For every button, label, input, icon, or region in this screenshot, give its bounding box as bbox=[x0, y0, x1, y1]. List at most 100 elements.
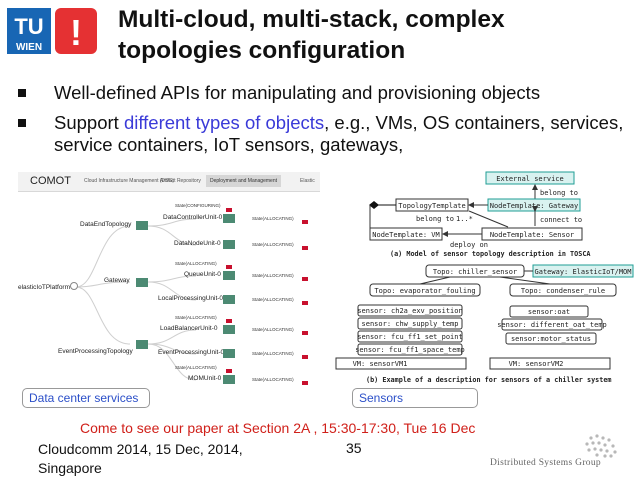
sensor-label: sensor:motor_status bbox=[511, 335, 591, 343]
unit-state-label: State(CONFIGURING) bbox=[175, 203, 221, 208]
unit-node[interactable] bbox=[223, 271, 235, 280]
gateway-mom-label: Gateway: ElasticIoT/MOM bbox=[535, 268, 632, 276]
bullet-item-1: Well-defined APIs for manipulating and p… bbox=[14, 82, 634, 104]
wien-logo-text: WIEN bbox=[16, 42, 42, 53]
external-service-box bbox=[485, 171, 575, 185]
state-marker bbox=[302, 220, 308, 224]
tree-topology-label[interactable]: Gateway bbox=[104, 277, 130, 284]
unit-node[interactable] bbox=[223, 375, 235, 384]
deploy-on-label: deploy on bbox=[450, 241, 488, 249]
tosca-diagram-graphic: External service belong to TopologyTempl… bbox=[335, 171, 634, 384]
unit-label[interactable]: DataControllerUnit-0 bbox=[163, 214, 223, 221]
state-marker bbox=[226, 265, 232, 269]
unit-label[interactable]: LoadBalancerUnit-0 bbox=[160, 325, 218, 332]
sensor-box bbox=[357, 304, 463, 317]
tree-root-label[interactable]: elasticIoTPlatform bbox=[18, 284, 71, 291]
bullet-item-2: Support different types of objects, e.g.… bbox=[14, 112, 634, 156]
topo-evaporator-box bbox=[369, 283, 481, 297]
vm-box bbox=[489, 357, 611, 370]
footer-conference: Cloudcomm 2014, 15 Dec, 2014, Singapore bbox=[38, 440, 243, 478]
nav-tab-infrastructure: Cloud Infrastructure Management (DSG) bbox=[84, 178, 175, 184]
unit-state-label: State(ALLOCATING) bbox=[252, 377, 294, 382]
sensor-label: sensor: chw_supply_temp bbox=[362, 320, 459, 328]
page-number: 35 bbox=[346, 440, 362, 456]
unit-node[interactable] bbox=[223, 240, 235, 249]
state-marker bbox=[302, 277, 308, 281]
tu-wien-logo-graphic: TU WIEN ! bbox=[7, 8, 97, 54]
panel-caption-sensors: Sensors bbox=[352, 388, 478, 408]
bullet-list: Well-defined APIs for manipulating and p… bbox=[14, 82, 634, 164]
bullet-highlight: different types of objects bbox=[123, 112, 325, 133]
comot-navbar: COMOT Cloud Infrastructure Management (D… bbox=[18, 172, 320, 192]
sensor-box bbox=[357, 343, 463, 356]
unit-node[interactable] bbox=[223, 325, 235, 334]
exclamation-logo-mark: ! bbox=[70, 12, 82, 53]
edge-line bbox=[499, 276, 551, 285]
exclamation-logo-block bbox=[55, 8, 97, 54]
sensor-label: sensor: different_oat_temp bbox=[497, 321, 607, 329]
state-marker bbox=[226, 208, 232, 212]
nav-tab-elastic: Elastic bbox=[300, 178, 315, 184]
unit-label[interactable]: LocalProcessingUnit-0 bbox=[158, 295, 224, 302]
dsg-wordmark: Distributed Systems Group bbox=[490, 458, 601, 468]
state-marker bbox=[302, 381, 308, 385]
bullet-square-icon bbox=[18, 89, 26, 97]
unit-node[interactable] bbox=[223, 349, 235, 358]
slide-title: Multi-cloud, multi-stack, complex topolo… bbox=[118, 6, 505, 64]
tu-wien-logo: TU WIEN ! bbox=[7, 8, 97, 56]
tosca-diagram: External service belong to TopologyTempl… bbox=[330, 170, 636, 408]
unit-node[interactable] bbox=[223, 214, 235, 223]
sensor-box bbox=[501, 318, 603, 331]
external-service-label: External service bbox=[496, 175, 563, 183]
unit-label[interactable]: QueueUnit-0 bbox=[184, 271, 221, 278]
unit-node[interactable] bbox=[223, 295, 235, 304]
sensor-label: sensor: fcu_ff1_space_temp bbox=[355, 346, 465, 354]
topo-condenser-label: Topo: condenser_rule bbox=[521, 287, 605, 295]
unit-state-label: State(ALLOCATING) bbox=[175, 365, 217, 370]
tree-topology-node[interactable] bbox=[136, 278, 148, 287]
tree-topology-label[interactable]: DataEndTopology bbox=[80, 221, 132, 228]
unit-state-label: State(ALLOCATING) bbox=[252, 327, 294, 332]
connect-to-label: connect to bbox=[540, 216, 582, 224]
node-template-vm-label: NodeTemplate: VM bbox=[372, 231, 439, 239]
node-template-sensor-label: NodeTemplate: Sensor bbox=[490, 231, 574, 239]
state-marker bbox=[302, 331, 308, 335]
bullet-text-tail: , e.g., VMs, OS containers, services, se… bbox=[54, 112, 624, 155]
vm-label: VM: sensorVM2 bbox=[509, 360, 564, 368]
edge-line bbox=[419, 276, 451, 285]
unit-label[interactable]: DataNodeUnit-0 bbox=[174, 240, 221, 247]
unit-label[interactable]: MOMUnit-0 bbox=[188, 375, 222, 382]
topo-chiller-label: Topo: chiller_sensor bbox=[433, 268, 517, 276]
state-marker bbox=[226, 319, 232, 323]
comot-brand: COMOT bbox=[30, 175, 71, 187]
vm-label: VM: sensorVM1 bbox=[353, 360, 408, 368]
unit-state-label: State(ALLOCATING) bbox=[175, 315, 217, 320]
state-marker bbox=[302, 246, 308, 250]
tu-logo-block bbox=[7, 8, 51, 54]
tree-root-node[interactable] bbox=[70, 282, 78, 290]
comot-tree-links bbox=[75, 218, 197, 381]
sensor-box bbox=[509, 305, 589, 318]
state-marker bbox=[302, 355, 308, 359]
unit-state-label: State(ALLOCATING) bbox=[252, 216, 294, 221]
node-template-gateway-label: NodeTemplate: Gateway bbox=[490, 202, 579, 210]
bullet-square-icon bbox=[18, 119, 26, 127]
panel-caption-datacenter: Data center services bbox=[22, 388, 150, 408]
bullet-text: Support bbox=[54, 112, 124, 133]
tree-topology-label[interactable]: EventProcessingTopology bbox=[58, 348, 133, 355]
unit-state-label: State(ALLOCATING) bbox=[252, 297, 294, 302]
sensor-label: sensor:oat bbox=[528, 308, 570, 316]
dsg-dots-logo bbox=[585, 434, 617, 458]
tree-topology-node[interactable] bbox=[136, 340, 148, 349]
diagram-a-caption: (a) Model of sensor topology description… bbox=[390, 250, 591, 258]
tree-topology-node[interactable] bbox=[136, 221, 148, 230]
unit-label[interactable]: EventProcessingUnit-0 bbox=[158, 349, 225, 356]
unit-state-label: State(ALLOCATING) bbox=[252, 351, 294, 356]
topo-evaporator-label: Topo: evaporator_fouling bbox=[374, 287, 475, 295]
multiplicity-label: 1..* bbox=[456, 215, 473, 223]
unit-state-label: State(ALLOCATING) bbox=[252, 242, 294, 247]
bullet-text: Well-defined APIs for manipulating and p… bbox=[54, 82, 541, 103]
paper-note: Come to see our paper at Section 2A , 15… bbox=[80, 420, 476, 436]
state-marker bbox=[302, 301, 308, 305]
vm-box bbox=[335, 357, 467, 370]
